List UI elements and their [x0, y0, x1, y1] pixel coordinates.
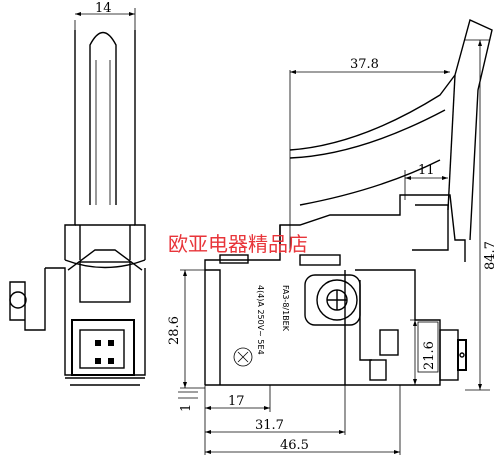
- dim-bottom-465: 46.5: [280, 438, 309, 453]
- dim-side-gap: 11: [418, 163, 435, 178]
- side-view: 14: [9, 1, 146, 386]
- dim-bottom-small: 1: [179, 404, 194, 412]
- dim-bottom-17: 17: [228, 394, 245, 409]
- dim-top-width: 14: [95, 1, 112, 16]
- dim-height-total: 84.7: [483, 241, 498, 270]
- dim-bottom-317: 31.7: [255, 418, 284, 433]
- dim-right-height: 21.6: [422, 341, 437, 370]
- dim-left-height: 28.6: [167, 316, 182, 345]
- front-view: 37.8 11 84.7: [167, 19, 498, 455]
- label-model: FA3-8/1BEK: [281, 285, 290, 332]
- label-rating: 4(4)A 250V~ 5E4: [256, 285, 265, 355]
- watermark-text: 欧亚电器精品店: [168, 232, 308, 256]
- dim-top-span: 37.8: [350, 57, 379, 72]
